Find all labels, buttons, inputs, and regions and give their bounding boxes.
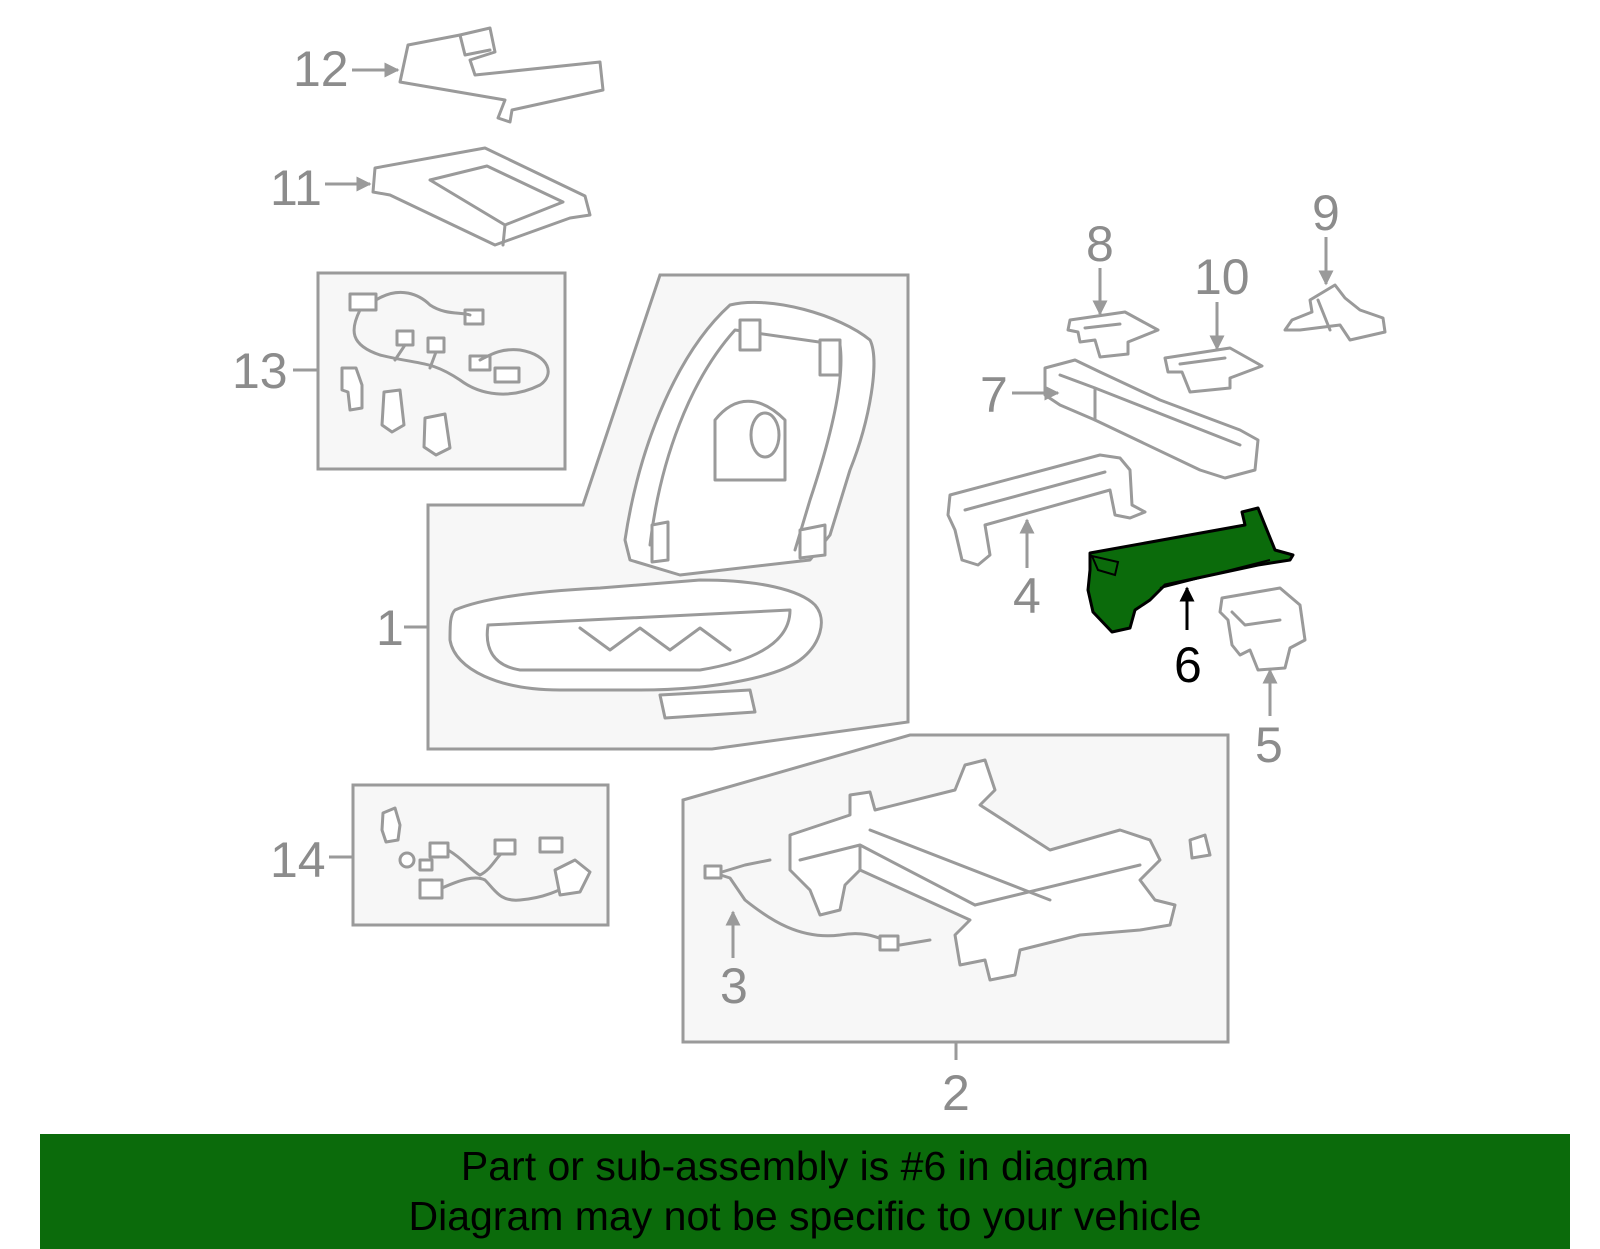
info-banner: Part or sub-assembly is #6 in diagram Di… bbox=[40, 1134, 1570, 1249]
callout-4: 4 bbox=[1013, 568, 1041, 624]
part-5-cover[interactable] bbox=[1218, 586, 1307, 672]
callout-8: 8 bbox=[1086, 216, 1114, 272]
part-7-rail[interactable] bbox=[1043, 358, 1260, 480]
banner-line-disclaimer: Diagram may not be specific to your vehi… bbox=[408, 1193, 1202, 1239]
part-9-bracket[interactable] bbox=[1283, 283, 1387, 342]
part-10-bracket[interactable] bbox=[1163, 346, 1264, 394]
part-11-tray[interactable] bbox=[371, 146, 592, 247]
callout-9: 9 bbox=[1312, 185, 1340, 241]
part-4-cover[interactable] bbox=[946, 453, 1147, 567]
part-8-bracket[interactable] bbox=[1066, 310, 1160, 359]
part-13-harness[interactable] bbox=[340, 290, 550, 457]
part-2-seat-track[interactable] bbox=[788, 758, 1212, 982]
callout-1: 1 bbox=[376, 600, 404, 656]
callout-11: 11 bbox=[270, 160, 322, 216]
callout-13: 13 bbox=[232, 343, 288, 399]
part-12-bracket[interactable] bbox=[398, 26, 605, 124]
part-14-harness[interactable] bbox=[380, 806, 592, 902]
part-3-cable[interactable] bbox=[703, 858, 932, 952]
callout-3: 3 bbox=[720, 958, 748, 1014]
callout-2: 2 bbox=[942, 1065, 970, 1121]
callout-5: 5 bbox=[1255, 717, 1283, 773]
part-14-box bbox=[351, 783, 610, 927]
callout-6: 6 bbox=[1174, 637, 1202, 693]
callout-7: 7 bbox=[980, 367, 1008, 423]
part-1-seat-frame[interactable] bbox=[448, 300, 876, 720]
callout-12: 12 bbox=[293, 41, 349, 97]
banner-line-part-number: Part or sub-assembly is #6 in diagram bbox=[460, 1143, 1150, 1189]
part-6-highlighted-cover[interactable] bbox=[1086, 506, 1295, 634]
callout-10: 10 bbox=[1194, 249, 1250, 305]
callout-14: 14 bbox=[270, 832, 326, 888]
